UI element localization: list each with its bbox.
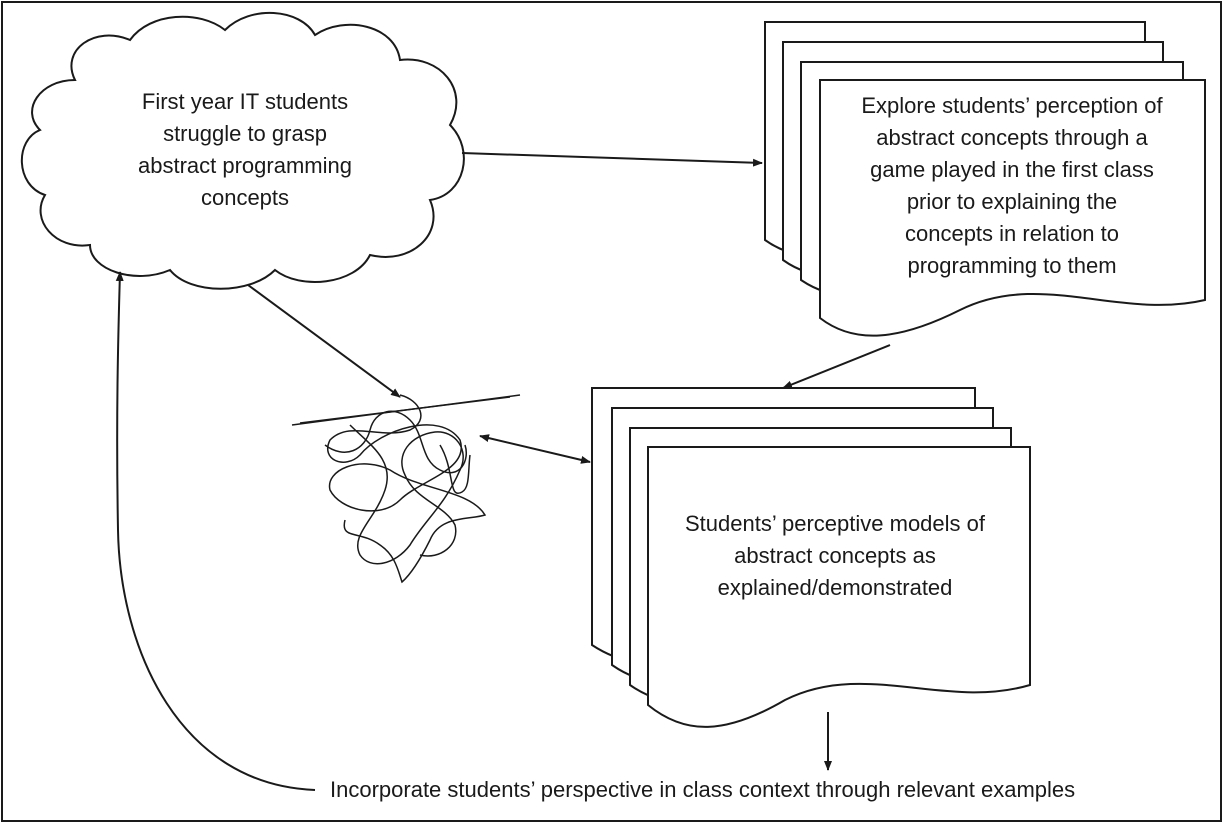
arrow-cloud-to-top-doc	[461, 152, 763, 167]
arrow-tangle-bottom-doc	[479, 434, 591, 464]
cloud-label: First year IT students struggle to grasp…	[95, 86, 395, 214]
top-doc-page-front	[819, 79, 1206, 337]
cloud-shape	[20, 11, 465, 290]
top-document-stack	[764, 21, 1206, 337]
cloud-line: First year IT students	[141, 89, 349, 114]
footer-label: Incorporate students’ perspective in cla…	[330, 774, 1210, 806]
top-doc-line: prior to explaining the	[906, 189, 1118, 214]
top-doc-line: concepts in relation to	[904, 221, 1120, 246]
bottom-doc-label: Students’ perceptive models of abstract …	[640, 508, 1030, 604]
tangle-knot-a	[327, 394, 487, 584]
tangle-knot-b	[349, 424, 464, 565]
bottom-doc-page-front	[647, 446, 1031, 728]
cloud-line: concepts	[200, 185, 290, 210]
cloud-line: abstract programming	[138, 153, 352, 178]
cloud-line: struggle to grasp	[163, 121, 327, 146]
bottom-doc-line: explained/demonstrated	[717, 575, 953, 600]
top-doc-line: abstract concepts through a	[876, 125, 1148, 150]
arrow-top-doc-to-bottom-doc	[782, 344, 891, 389]
tangle-knot-c	[324, 410, 471, 495]
footer-line: Incorporate students’ perspective in cla…	[330, 777, 1076, 802]
arrow-footer-to-cloud	[115, 271, 316, 791]
top-doc-line: Explore students’ perception of	[861, 93, 1163, 118]
bottom-document-stack	[591, 387, 1031, 728]
arrow-cloud-to-tangle	[247, 284, 401, 398]
top-doc-line: programming to them	[907, 253, 1117, 278]
tangle-scribble	[291, 394, 521, 584]
tangle-line-top-2	[299, 396, 511, 424]
bottom-doc-line: abstract concepts as	[734, 543, 936, 568]
top-doc-line: game played in the first class	[870, 157, 1154, 182]
top-doc-label: Explore students’ perception of abstract…	[818, 90, 1206, 282]
bottom-doc-line: Students’ perceptive models of	[684, 511, 986, 536]
